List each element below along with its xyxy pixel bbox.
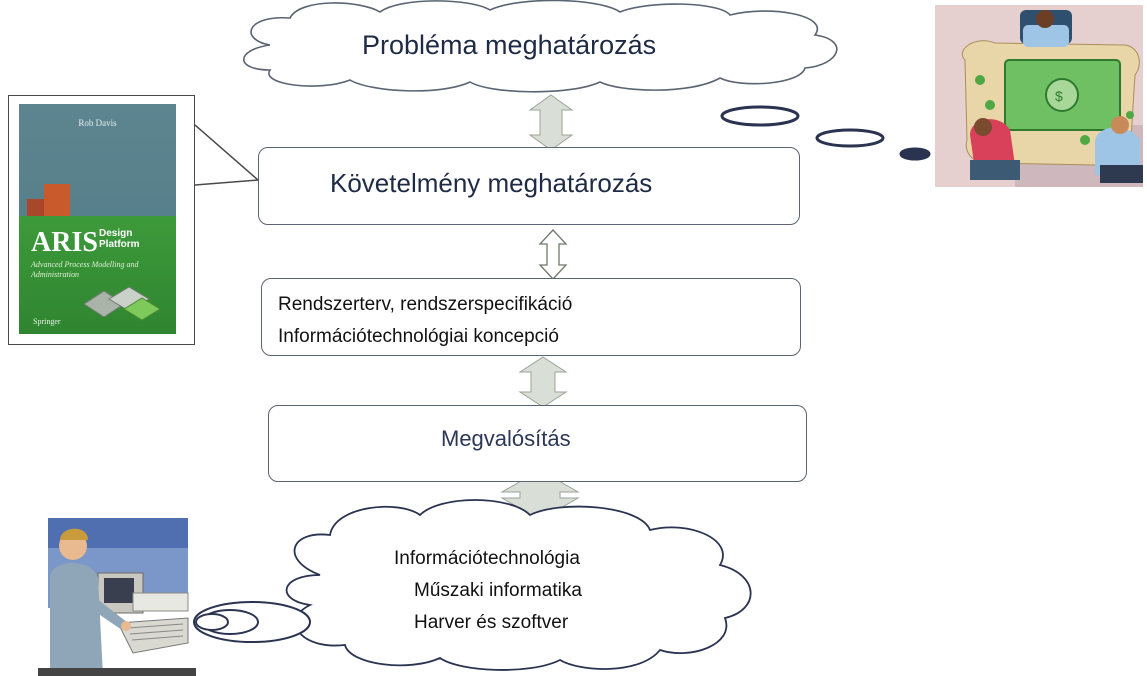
arrow-problem-requirement [528, 94, 574, 151]
implementation-box [268, 405, 807, 482]
system-plan-box [261, 278, 801, 356]
business-meeting-illustration: $ [935, 5, 1143, 187]
svg-text:$: $ [1055, 88, 1063, 104]
book-cover-frame: Rob Davis ARIS Design Platform Advanced … [8, 95, 195, 345]
computer-worker-illustration [38, 518, 196, 676]
technology-line-3: Harver és szoftver [414, 612, 569, 633]
technology-cloud [285, 499, 752, 671]
book-cover-image: Rob Davis ARIS Design Platform Advanced … [19, 104, 176, 334]
thought-bubble-6 [195, 613, 229, 631]
system-plan-line2: Információtechnológiai koncepció [278, 326, 559, 347]
thought-bubble-1 [720, 105, 800, 127]
technology-line-2: Műszaki informatika [414, 580, 582, 601]
arrow-systemplan-implementation [518, 356, 568, 408]
book-publisher: Springer [33, 317, 61, 326]
cover-cubes-icon [83, 286, 161, 321]
book-title-suffix: Design Platform [99, 228, 140, 250]
problem-cloud [242, 0, 838, 93]
thought-bubble-2 [815, 128, 885, 148]
arrow-requirement-systemplan [538, 229, 568, 280]
requirement-label: Követelmény meghatározás [330, 168, 653, 198]
requirement-box [258, 147, 800, 225]
book-subtitle: Advanced Process Modelling and Administr… [31, 260, 139, 279]
problem-label: Probléma meghatározás [362, 30, 657, 60]
system-plan-line1: Rendszerterv, rendszerspecifikáció [278, 294, 573, 315]
book-callout-pointer [194, 124, 260, 186]
book-title: ARIS [31, 227, 98, 258]
book-author: Rob Davis [78, 118, 117, 128]
thought-bubble-3 [899, 147, 931, 161]
technology-line-1: Információtechnológia [394, 548, 580, 569]
implementation-label: Megvalósítás [441, 426, 571, 451]
